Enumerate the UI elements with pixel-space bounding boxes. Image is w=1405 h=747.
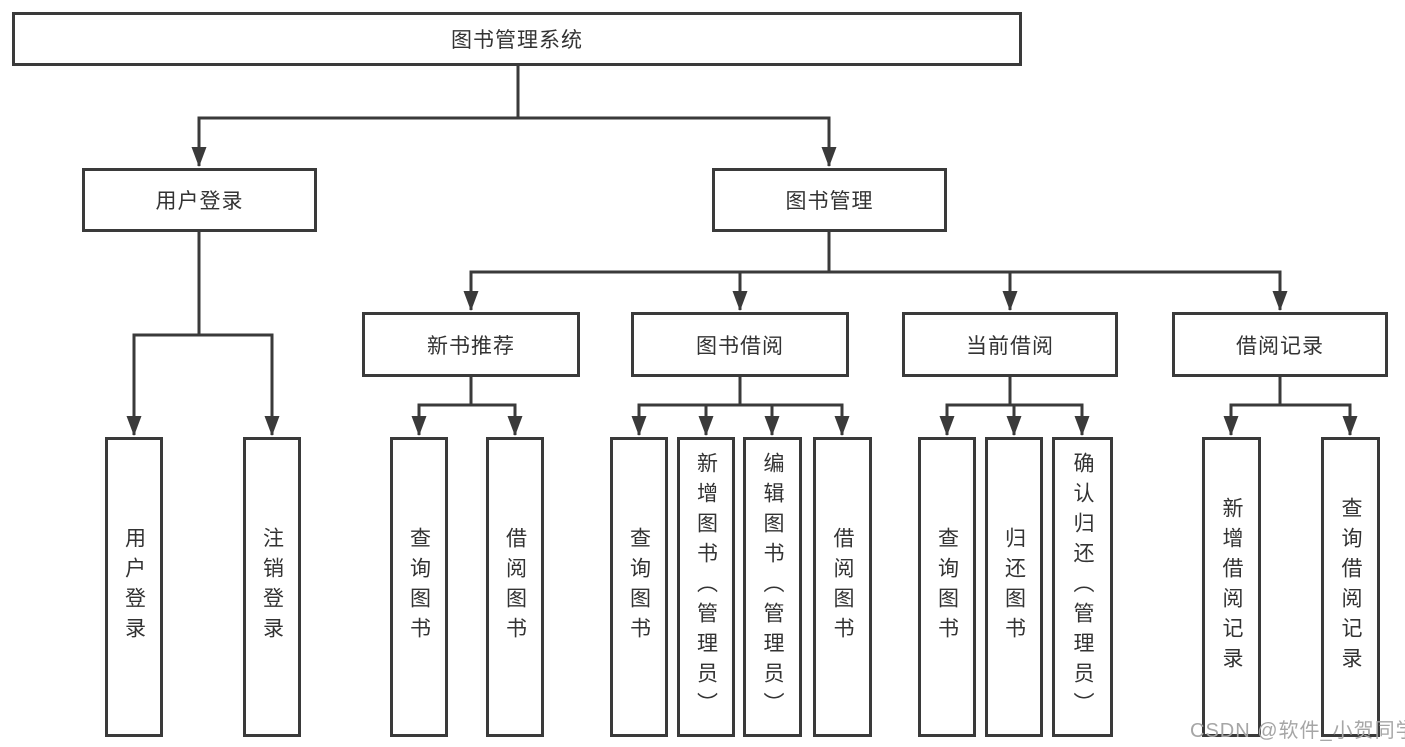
node-borrowing-borrow-books: 借阅图书 bbox=[813, 437, 872, 737]
node-new-book-recommendation: 新书推荐 bbox=[362, 312, 580, 377]
node-records-query-record: 查询借阅记录 bbox=[1321, 437, 1380, 737]
node-login-user-login: 用户登录 bbox=[105, 437, 163, 737]
node-label: 查询图书 bbox=[935, 527, 959, 647]
node-label: 查询图书 bbox=[407, 527, 431, 647]
node-book-borrowing: 图书借阅 bbox=[631, 312, 849, 377]
node-label: 新增借阅记录 bbox=[1220, 497, 1243, 677]
node-current-confirm-return-admin: 确认归还（管理员） bbox=[1052, 437, 1113, 737]
node-borrowing-edit-books-admin: 编辑图书（管理员） bbox=[743, 437, 802, 737]
node-label: 确认归还（管理员） bbox=[1071, 452, 1094, 722]
node-user-login: 用户登录 bbox=[82, 168, 317, 232]
node-book-management: 图书管理 bbox=[712, 168, 947, 232]
node-records-add-record: 新增借阅记录 bbox=[1202, 437, 1261, 737]
node-label: 新增图书（管理员） bbox=[694, 452, 718, 722]
node-label: 查询图书 bbox=[627, 527, 651, 647]
node-current-return-books: 归还图书 bbox=[985, 437, 1043, 737]
node-label: 用户登录 bbox=[122, 527, 146, 647]
node-current-query-books: 查询图书 bbox=[918, 437, 976, 737]
node-label: 归还图书 bbox=[1002, 527, 1026, 647]
node-label: 查询借阅记录 bbox=[1339, 497, 1362, 677]
node-root: 图书管理系统 bbox=[12, 12, 1022, 66]
node-label: 编辑图书（管理员） bbox=[761, 452, 784, 722]
node-borrowing-add-books-admin: 新增图书（管理员） bbox=[677, 437, 735, 737]
node-recommend-borrow-books: 借阅图书 bbox=[486, 437, 544, 737]
node-current-borrowing: 当前借阅 bbox=[902, 312, 1118, 377]
node-borrowing-query-books: 查询图书 bbox=[610, 437, 668, 737]
watermark: CSDN @软件_小贺同学 bbox=[1190, 720, 1405, 742]
node-login-logout: 注销登录 bbox=[243, 437, 301, 737]
node-borrowing-records: 借阅记录 bbox=[1172, 312, 1388, 377]
node-recommend-query-books: 查询图书 bbox=[390, 437, 448, 737]
node-label: 注销登录 bbox=[260, 527, 284, 647]
node-label: 借阅图书 bbox=[503, 527, 527, 647]
node-label: 借阅图书 bbox=[831, 527, 854, 647]
